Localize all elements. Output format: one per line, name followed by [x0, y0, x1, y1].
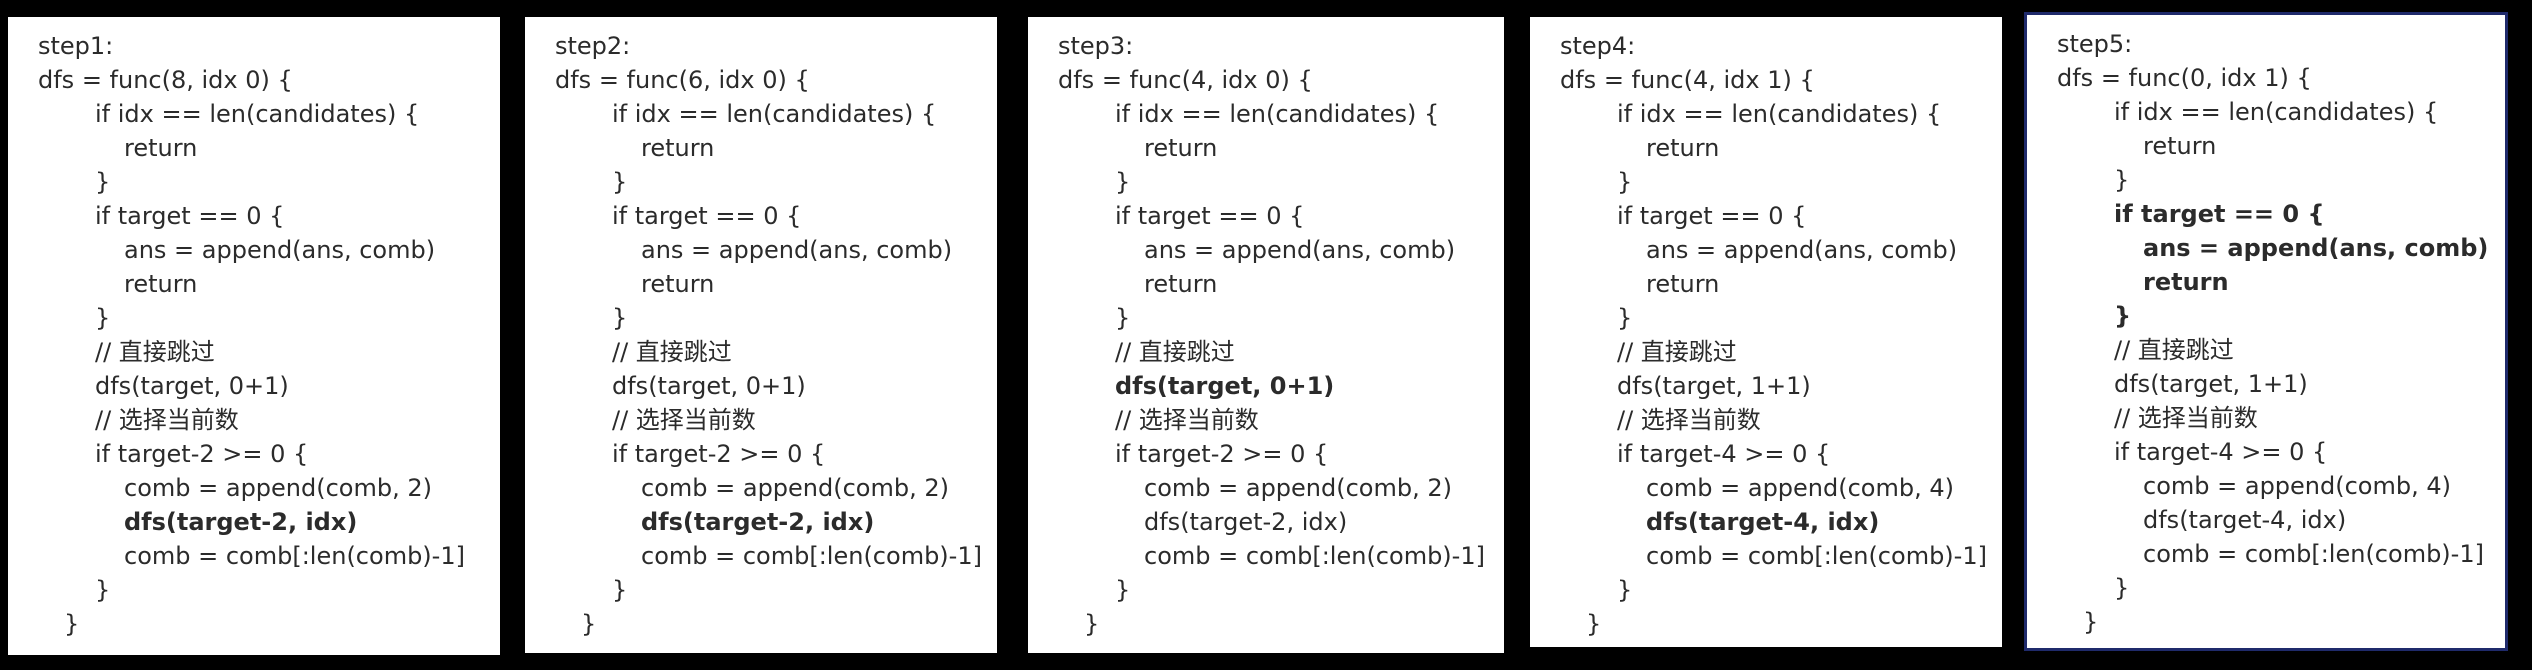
code-line: return [1646, 134, 1720, 162]
code-line: } [1115, 168, 1131, 196]
code-line: dfs(target, 0+1) [1115, 372, 1335, 400]
code-line: dfs(target, 1+1) [2114, 370, 2308, 398]
code-line: } [612, 576, 628, 604]
code-line: if target-2 >= 0 { [95, 440, 309, 468]
code-line: comb = append(comb, 2) [1144, 474, 1452, 502]
code-line: dfs(target-2, idx) [1144, 508, 1348, 536]
code-line: ans = append(ans, comb) [641, 236, 953, 264]
code-line: comb = comb[:len(comb)-1] [2143, 540, 2484, 568]
code-line: // 直接跳过 [612, 338, 732, 366]
code-line: } [95, 304, 111, 332]
code-line: dfs(target-2, idx) [124, 508, 358, 536]
code-line: dfs(target, 0+1) [612, 372, 806, 400]
code-line: if target-4 >= 0 { [2114, 438, 2328, 466]
code-line: if target == 0 { [1115, 202, 1305, 230]
code-line: if idx == len(candidates) { [1617, 100, 1942, 128]
code-line: // 直接跳过 [1617, 338, 1737, 366]
code-line: comb = append(comb, 4) [1646, 474, 1954, 502]
code-line: return [124, 134, 198, 162]
code-line: comb = append(comb, 4) [2143, 472, 2451, 500]
code-line: } [2083, 608, 2099, 636]
code-line: // 选择当前数 [2114, 404, 2258, 432]
code-line: // 选择当前数 [612, 406, 756, 434]
code-line: dfs = func(6, idx 0) { [555, 66, 810, 94]
code-line: if target-4 >= 0 { [1617, 440, 1831, 468]
code-line: } [1617, 304, 1633, 332]
code-line: } [95, 168, 111, 196]
code-line: ans = append(ans, comb) [1144, 236, 1456, 264]
step-panel-5: step5: dfs = func(0, idx 1) { if idx == le… [2024, 12, 2508, 651]
code-line: // 直接跳过 [95, 338, 215, 366]
code-line: return [2143, 132, 2217, 160]
code-line: return [1646, 270, 1720, 298]
code-line: dfs = func(4, idx 0) { [1058, 66, 1313, 94]
code-line: if target == 0 { [95, 202, 285, 230]
code-line: } [1115, 304, 1131, 332]
code-line: dfs = func(0, idx 1) { [2057, 64, 2312, 92]
code-line: if target == 0 { [612, 202, 802, 230]
code-line: } [1617, 168, 1633, 196]
code-line: } [1617, 576, 1633, 604]
step-title: step1: [38, 32, 114, 60]
code-line: } [95, 576, 111, 604]
code-line: // 直接跳过 [1115, 338, 1235, 366]
code-line: dfs(target-4, idx) [2143, 506, 2347, 534]
code-line: return [641, 270, 715, 298]
code-line: } [1084, 610, 1100, 638]
step-panel-2: step2: dfs = func(6, idx 0) { if idx == le… [525, 17, 997, 653]
code-line: return [1144, 270, 1218, 298]
code-line: // 选择当前数 [1115, 406, 1259, 434]
code-line: } [2114, 166, 2130, 194]
code-line: comb = append(comb, 2) [124, 474, 432, 502]
code-line: comb = comb[:len(comb)-1] [124, 542, 465, 570]
code-line: } [64, 610, 80, 638]
code-line: if idx == len(candidates) { [2114, 98, 2439, 126]
code-line: if target == 0 { [1617, 202, 1807, 230]
code-line: ans = append(ans, comb) [2143, 234, 2489, 262]
code-line: comb = comb[:len(comb)-1] [1144, 542, 1485, 570]
code-line: return [641, 134, 715, 162]
code-line: } [1586, 610, 1602, 638]
step-panel-4: step4: dfs = func(4, idx 1) { if idx == le… [1530, 17, 2002, 647]
code-line: } [612, 168, 628, 196]
code-line: dfs(target-4, idx) [1646, 508, 1880, 536]
step-title: step4: [1560, 32, 1636, 60]
step-title: step3: [1058, 32, 1134, 60]
code-line: dfs(target-2, idx) [641, 508, 875, 536]
step-panel-3: step3: dfs = func(4, idx 0) { if idx == le… [1028, 17, 1504, 653]
code-line: return [1144, 134, 1218, 162]
step-title: step2: [555, 32, 631, 60]
code-line: comb = comb[:len(comb)-1] [1646, 542, 1987, 570]
code-line: if target-2 >= 0 { [1115, 440, 1329, 468]
code-line: if idx == len(candidates) { [612, 100, 937, 128]
code-line: ans = append(ans, comb) [1646, 236, 1958, 264]
code-line: comb = append(comb, 2) [641, 474, 949, 502]
code-line: } [1115, 576, 1131, 604]
code-line: if idx == len(candidates) { [1115, 100, 1440, 128]
code-line: } [2114, 302, 2132, 330]
step-panel-1: step1: dfs = func(8, idx 0) { if idx == le… [8, 17, 500, 655]
code-line: } [2114, 574, 2130, 602]
code-line: return [124, 270, 198, 298]
code-line: comb = comb[:len(comb)-1] [641, 542, 982, 570]
code-line: if target == 0 { [2114, 200, 2325, 228]
code-line: return [2143, 268, 2229, 296]
step-title: step5: [2057, 30, 2133, 58]
code-line: // 选择当前数 [95, 406, 239, 434]
code-line: dfs = func(4, idx 1) { [1560, 66, 1815, 94]
code-line: dfs = func(8, idx 0) { [38, 66, 293, 94]
code-line: // 直接跳过 [2114, 336, 2234, 364]
code-line: // 选择当前数 [1617, 406, 1761, 434]
code-line: if idx == len(candidates) { [95, 100, 420, 128]
code-line: dfs(target, 0+1) [95, 372, 289, 400]
code-line: } [581, 610, 597, 638]
code-line: ans = append(ans, comb) [124, 236, 436, 264]
code-line: if target-2 >= 0 { [612, 440, 826, 468]
code-line: dfs(target, 1+1) [1617, 372, 1811, 400]
code-line: } [612, 304, 628, 332]
